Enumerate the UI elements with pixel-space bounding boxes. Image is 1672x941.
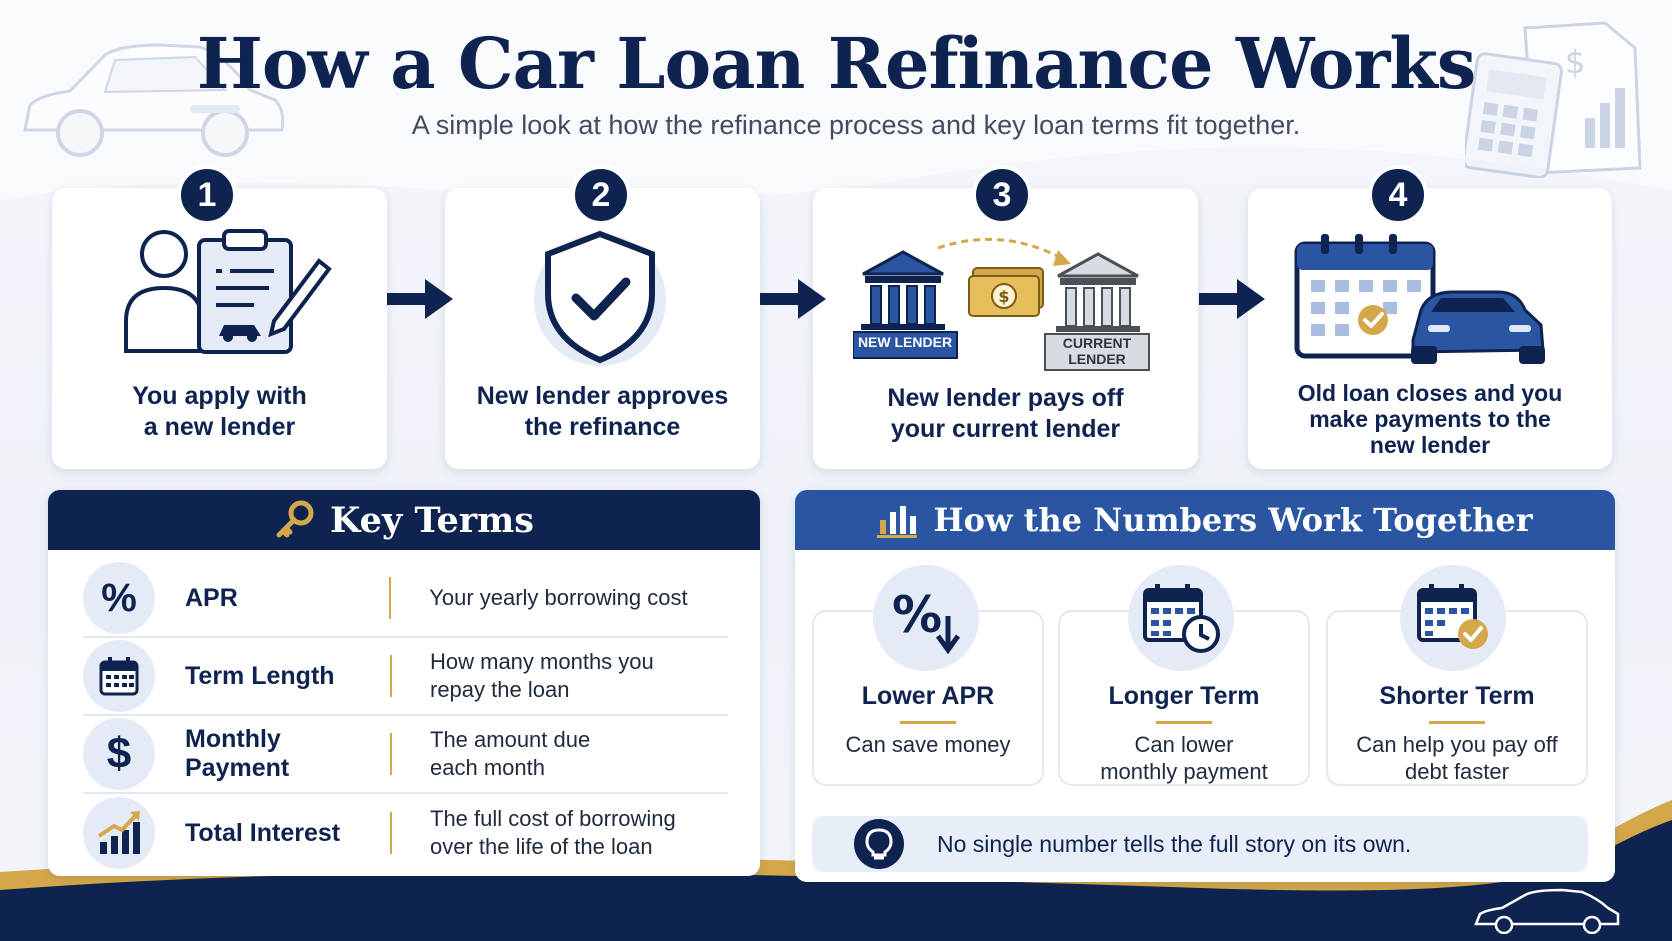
calendar-icon xyxy=(83,640,155,712)
lightbulb-icon xyxy=(854,819,904,869)
step-number-1: 1 xyxy=(177,165,237,225)
number-desc-line-2: debt faster xyxy=(1405,759,1509,784)
number-card-title: Lower APR xyxy=(861,682,995,710)
key-terms-title: Key Terms xyxy=(330,499,534,541)
term-divider xyxy=(390,733,392,775)
step-1-line-2: a new lender xyxy=(143,413,296,441)
application-clipboard-icon xyxy=(124,229,332,354)
number-card-desc: Can save money xyxy=(812,731,1044,758)
step-card-2: New lender approves the refinance xyxy=(445,188,760,469)
card-underline xyxy=(900,721,956,724)
key-terms-header: Key Terms xyxy=(48,490,760,550)
step-4-line-3: new lender xyxy=(1369,432,1491,458)
term-description: How many months you repay the loan xyxy=(430,648,710,704)
step-card-3: $ NEW LENDER CURRENT LENDER New lender p… xyxy=(813,188,1198,469)
number-desc-line-2: monthly payment xyxy=(1100,759,1268,784)
numbers-title: How the Numbers Work Together xyxy=(933,501,1533,539)
shield-check-icon xyxy=(534,230,666,366)
numbers-header: How the Numbers Work Together xyxy=(795,490,1615,550)
arrow-right-icon xyxy=(1199,279,1265,319)
term-name: Monthly Payment xyxy=(185,725,290,782)
step-4-line-1: Old loan closes and you xyxy=(1297,380,1563,406)
number-card-title: Shorter Term xyxy=(1379,682,1535,710)
step-2-text: New lender approves the refinance xyxy=(445,381,760,443)
step-3-line-1: New lender pays off xyxy=(887,384,1124,412)
term-divider xyxy=(390,655,392,697)
step-number-2: 2 xyxy=(571,165,631,225)
arrow-right-icon xyxy=(387,279,453,319)
calendar-car-icon xyxy=(1294,234,1545,364)
number-card-desc: Can help you pay off debt faster xyxy=(1326,731,1588,785)
bank-transfer-icon: $ xyxy=(853,237,1150,371)
step-number-4: 4 xyxy=(1368,165,1428,225)
page-subtitle: A simple look at how the refinance proce… xyxy=(411,110,1301,140)
term-row-term-length: Term Length How many months you repay th… xyxy=(83,638,728,716)
term-desc-line-1: The amount due xyxy=(430,727,591,752)
term-name: APR xyxy=(185,583,238,612)
card-underline xyxy=(1429,721,1485,724)
number-desc-line-1: Can help you pay off xyxy=(1356,732,1558,757)
term-desc-line-1: The full cost of borrowing xyxy=(430,806,676,831)
term-row-total-interest: Total Interest The full cost of borrowin… xyxy=(83,794,728,872)
decorative-calculator-icon: $ xyxy=(1465,21,1642,178)
step-card-1: You apply with a new lender xyxy=(52,188,387,469)
bar-chart-icon xyxy=(877,506,918,538)
step-2-line-1: New lender approves xyxy=(476,382,729,410)
term-row-monthly-payment: $ Monthly Payment The amount due each mo… xyxy=(83,716,728,794)
number-card-title: Longer Term xyxy=(1108,682,1260,710)
term-desc-line-1: How many months you xyxy=(430,649,654,674)
dollar-icon: $ xyxy=(83,718,155,790)
term-name: Term Length xyxy=(185,661,335,690)
tip-text: No single number tells the full story on… xyxy=(937,830,1412,857)
calendar-clock-icon xyxy=(1128,565,1234,671)
current-lender-line-1: CURRENT xyxy=(1062,335,1132,351)
step-1-line-1: You apply with xyxy=(132,382,307,410)
card-underline xyxy=(1156,721,1212,724)
svg-text:%: % xyxy=(892,586,942,644)
step-4-line-2: make payments to the xyxy=(1309,406,1551,432)
svg-text:$: $ xyxy=(998,287,1009,306)
term-description: The full cost of borrowing over the life… xyxy=(430,805,710,861)
term-desc-line-1: Your yearly borrowing cost xyxy=(429,585,688,610)
number-card-desc: Can lower monthly payment xyxy=(1058,731,1310,785)
step-1-text: You apply with a new lender xyxy=(52,381,387,443)
percent-down-icon: % xyxy=(873,565,979,671)
term-desc-line-2: over the life of the loan xyxy=(430,834,653,859)
step-3-text: New lender pays off your current lender xyxy=(813,383,1198,445)
percent-icon: % xyxy=(83,562,155,634)
key-terms-panel: Key Terms % APR Your yearly borrowing co… xyxy=(48,490,760,876)
term-name: Total Interest xyxy=(185,818,341,847)
calendar-check-icon xyxy=(1400,565,1506,671)
new-lender-label: NEW LENDER xyxy=(857,334,953,350)
decorative-car-icon xyxy=(23,43,285,157)
number-desc-line-1: Can save money xyxy=(845,732,1011,757)
page-title: How a Car Loan Refinance Works xyxy=(196,22,1477,105)
current-lender-line-2: LENDER xyxy=(1068,351,1126,367)
term-description: Your yearly borrowing cost xyxy=(429,584,728,612)
step-4-text: Old loan closes and you make payments to… xyxy=(1248,380,1612,458)
step-3-line-2: your current lender xyxy=(890,415,1121,443)
growth-chart-icon xyxy=(83,797,155,869)
step-number-3: 3 xyxy=(972,165,1032,225)
step-2-line-2: the refinance xyxy=(524,413,681,441)
term-description: The amount due each month xyxy=(430,726,710,782)
term-divider xyxy=(389,577,392,619)
tip-bar: No single number tells the full story on… xyxy=(812,816,1588,872)
svg-text:$: $ xyxy=(1565,43,1585,81)
number-desc-line-1: Can lower xyxy=(1134,732,1234,757)
arrow-right-icon xyxy=(760,279,826,319)
car-outline-icon xyxy=(1474,888,1620,934)
term-divider xyxy=(390,812,392,854)
term-desc-line-2: each month xyxy=(430,755,545,780)
term-row-apr: % APR Your yearly borrowing cost xyxy=(83,560,728,638)
current-lender-label: CURRENT LENDER xyxy=(1045,335,1149,367)
term-desc-line-2: repay the loan xyxy=(430,677,570,702)
step-card-4: Old loan closes and you make payments to… xyxy=(1248,188,1612,469)
key-icon xyxy=(276,500,314,538)
